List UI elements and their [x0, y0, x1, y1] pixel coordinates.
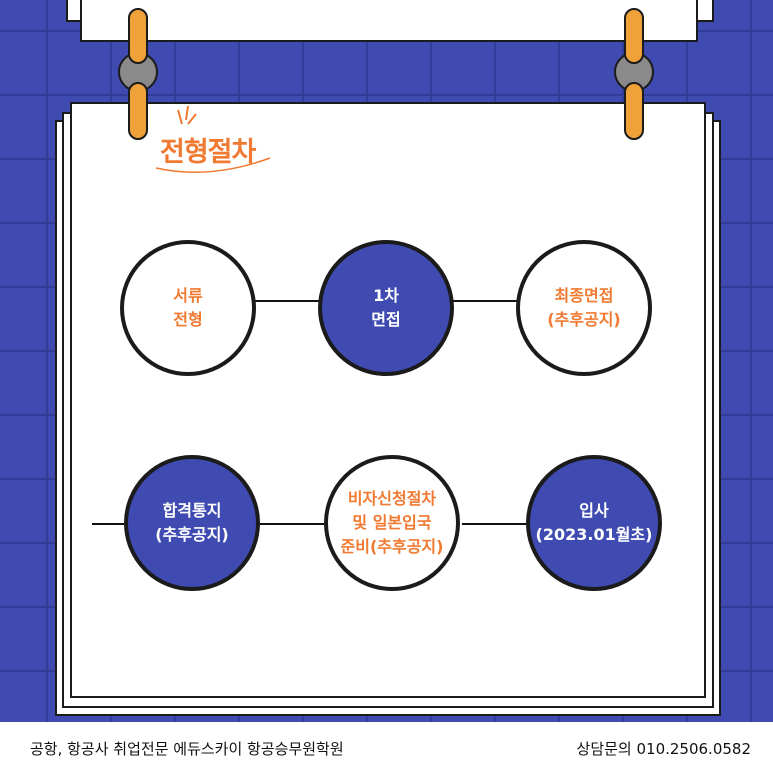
footer: 공항, 항공사 취업전문 에듀스카이 항공승무원학원 상담문의 010.2506… [0, 722, 773, 773]
connector-line-2 [452, 300, 518, 302]
ring-left-lower [128, 82, 148, 140]
ring-left-upper [128, 8, 148, 64]
step-joining: 입사 (2023.01월초) [526, 455, 662, 591]
step-acceptance-notice: 합격통지 (추후공지) [124, 455, 260, 591]
step-final-interview: 최종면접 (추후공지) [516, 240, 652, 376]
step-label: 합격통지 (추후공지) [155, 501, 229, 544]
step-label: 비자신청절차 및 일본입국 준비(추후공지) [340, 489, 444, 556]
step-label: 최종면접 (추후공지) [547, 286, 621, 329]
sparkle-icon [155, 105, 271, 173]
step-document-screening: 서류 전형 [120, 240, 256, 376]
step-label: 입사 (2023.01월초) [535, 501, 653, 544]
connector-line-3 [92, 523, 126, 525]
step-label: 서류 전형 [173, 286, 203, 329]
step-label: 1차 면접 [371, 286, 401, 329]
step-visa-preparation: 비자신청절차 및 일본입국 준비(추후공지) [324, 455, 460, 591]
step-first-interview: 1차 면접 [318, 240, 454, 376]
connector-line-5 [462, 523, 528, 525]
page-title: 전형절차 [160, 137, 256, 168]
top-paper [80, 0, 698, 42]
main-paper [70, 102, 706, 698]
connector-line-1 [254, 300, 320, 302]
ring-right-lower [624, 82, 644, 140]
footer-contact: 상담문의 010.2506.0582 [576, 740, 751, 758]
connector-line-4 [258, 523, 326, 525]
ring-right-upper [624, 8, 644, 64]
footer-company: 공항, 항공사 취업전문 에듀스카이 항공승무원학원 [30, 740, 344, 758]
